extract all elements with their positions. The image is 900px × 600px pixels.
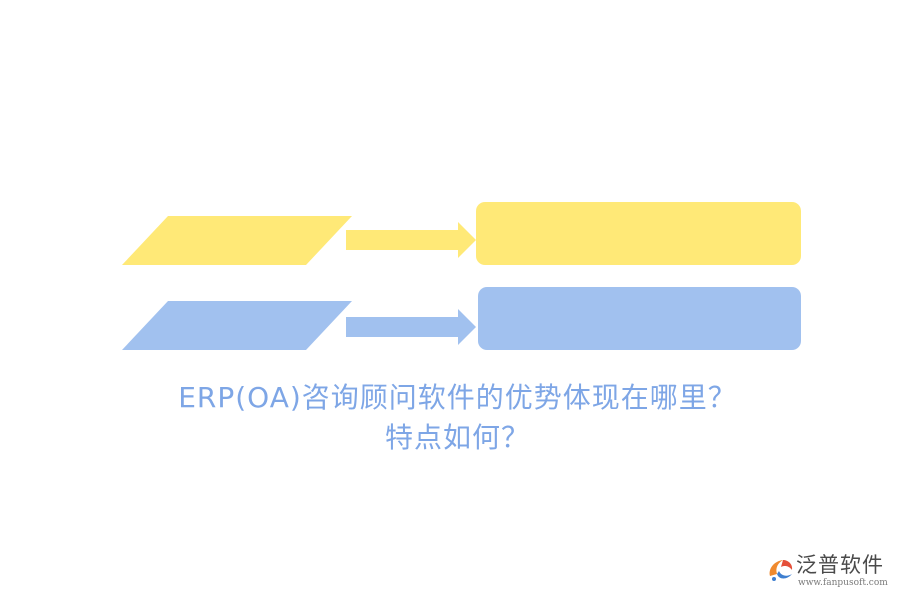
yellow-parallelogram bbox=[122, 216, 352, 265]
blue-arrow bbox=[346, 309, 476, 345]
page-title: ERP(OA)咨询顾问软件的优势体现在哪里？ 特点如何？ bbox=[0, 378, 900, 458]
fanpu-logo-icon bbox=[769, 560, 793, 581]
brand-logo: 泛普软件 www.fanpusoft.com bbox=[766, 552, 894, 592]
yellow-rectangle bbox=[476, 202, 801, 265]
blue-rectangle bbox=[478, 287, 801, 350]
yellow-arrow bbox=[346, 222, 476, 258]
logo-url: www.fanpusoft.com bbox=[798, 578, 888, 588]
blue-parallelogram bbox=[122, 301, 352, 350]
logo-name: 泛普软件 bbox=[796, 553, 884, 577]
title-line-1: ERP(OA)咨询顾问软件的优势体现在哪里？ bbox=[178, 381, 737, 414]
title-line-2: 特点如何？ bbox=[384, 421, 530, 454]
